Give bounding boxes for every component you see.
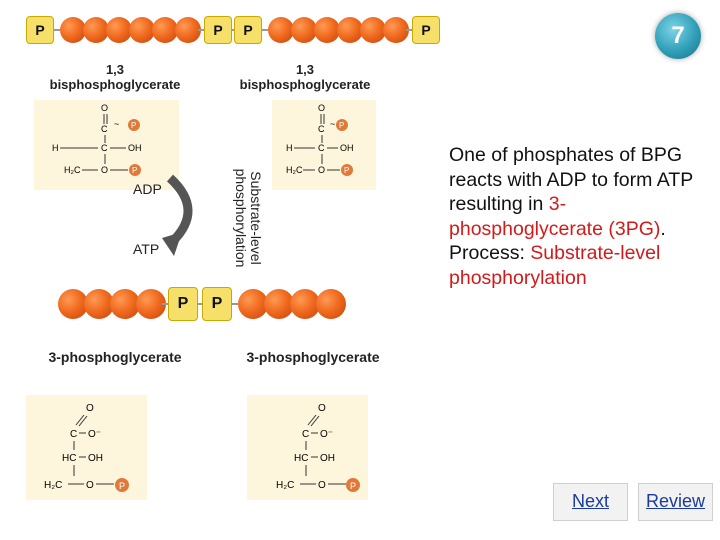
bpg-structure-right: O C ~ P H C OH H₂C O P: [272, 100, 376, 190]
svg-text:H₂C: H₂C: [44, 480, 62, 491]
svg-text:O: O: [318, 480, 326, 491]
svg-text:C: C: [70, 429, 77, 440]
3pg-chain-bottom: P P: [58, 287, 346, 321]
svg-text:~: ~: [330, 119, 335, 129]
review-button[interactable]: Review: [638, 483, 713, 521]
svg-text:P: P: [344, 166, 349, 175]
svg-text:O: O: [318, 165, 325, 175]
description-text: One of phosphates of BPG reacts with ADP…: [449, 143, 711, 291]
svg-text:OH: OH: [88, 453, 103, 464]
svg-text:O⁻: O⁻: [88, 429, 101, 440]
carbon-bead: [268, 17, 294, 43]
svg-text:H₂C: H₂C: [276, 480, 294, 491]
carbon-bead: [337, 17, 363, 43]
atp-label: ATP: [133, 241, 160, 257]
carbon-bead: [175, 17, 201, 43]
3pg-structure-right: O C O⁻ HC OH H₂C O P: [247, 395, 368, 500]
carbon-bead: [83, 17, 109, 43]
svg-text:P: P: [339, 121, 344, 130]
svg-text:HC: HC: [294, 453, 308, 464]
svg-text:C: C: [101, 143, 108, 153]
carbon-bead: [238, 289, 268, 319]
bpg-structure-left: O C ~ P H C OH H₂C O P: [34, 100, 179, 190]
3pg-structure-left: O C O⁻ HC OH H₂C O P: [26, 395, 147, 500]
process-vertical-label: Substrate-level phosphorylation: [233, 168, 264, 268]
svg-text:H: H: [52, 143, 59, 153]
phosphate-group: P: [204, 16, 232, 44]
next-button[interactable]: Next: [553, 483, 628, 521]
svg-text:O⁻: O⁻: [320, 429, 333, 440]
svg-text:P: P: [131, 121, 136, 130]
svg-text:O: O: [318, 403, 326, 414]
svg-text:H: H: [286, 143, 293, 153]
carbon-bead: [316, 289, 346, 319]
svg-text:O: O: [101, 165, 108, 175]
carbon-bead: [360, 17, 386, 43]
carbon-bead: [290, 289, 320, 319]
carbon-bead: [383, 17, 409, 43]
phosphate-group: P: [26, 16, 54, 44]
step-badge: 7: [655, 13, 701, 59]
bpg-label-left: 1,3 bisphosphoglycerate: [49, 62, 181, 92]
svg-text:P: P: [350, 481, 356, 491]
carbon-bead: [129, 17, 155, 43]
svg-text:H₂C: H₂C: [286, 165, 303, 175]
carbon-bead: [84, 289, 114, 319]
description-part2: .: [660, 217, 666, 240]
3pg-label-left: 3-phosphoglycerate: [48, 349, 182, 365]
3pg-label-right: 3-phosphoglycerate: [246, 349, 380, 365]
phosphate-group: P: [202, 287, 232, 321]
svg-text:O: O: [86, 480, 94, 491]
carbon-bead: [60, 17, 86, 43]
carbon-bead: [152, 17, 178, 43]
carbon-bead: [291, 17, 317, 43]
description-highlight-3pg: 3-phosphoglycerate (3PG): [449, 193, 661, 240]
svg-text:O: O: [318, 103, 325, 113]
carbon-bead: [136, 289, 166, 319]
svg-text:HC: HC: [62, 453, 76, 464]
svg-text:O: O: [101, 103, 108, 113]
carbon-bead: [314, 17, 340, 43]
process-prefix: Process:: [449, 242, 531, 265]
phosphate-group: P: [168, 287, 198, 321]
svg-text:OH: OH: [128, 143, 142, 153]
svg-text:C: C: [318, 143, 325, 153]
process-highlight: Substrate-level phosphorylation: [449, 242, 661, 289]
phosphate-group: P: [412, 16, 440, 44]
svg-text:OH: OH: [340, 143, 354, 153]
adp-label: ADP: [133, 181, 162, 197]
bpg-label-right: 1,3 bisphosphoglycerate: [239, 62, 371, 92]
description-part1: One of phosphates of BPG reacts with ADP…: [449, 144, 693, 216]
phosphate-group: P: [234, 16, 262, 44]
svg-text:P: P: [132, 166, 137, 175]
carbon-bead: [264, 289, 294, 319]
svg-text:OH: OH: [320, 453, 335, 464]
svg-text:~: ~: [114, 119, 119, 129]
bpg-chain-top: P P P P: [26, 16, 440, 44]
svg-text:P: P: [119, 481, 125, 491]
svg-text:C: C: [101, 124, 108, 134]
svg-text:H₂C: H₂C: [64, 165, 81, 175]
carbon-bead: [110, 289, 140, 319]
svg-text:C: C: [302, 429, 309, 440]
carbon-bead: [58, 289, 88, 319]
step-number: 7: [671, 22, 685, 49]
svg-text:O: O: [86, 403, 94, 414]
svg-text:C: C: [318, 124, 325, 134]
carbon-bead: [106, 17, 132, 43]
reaction-arrow: [162, 174, 193, 256]
